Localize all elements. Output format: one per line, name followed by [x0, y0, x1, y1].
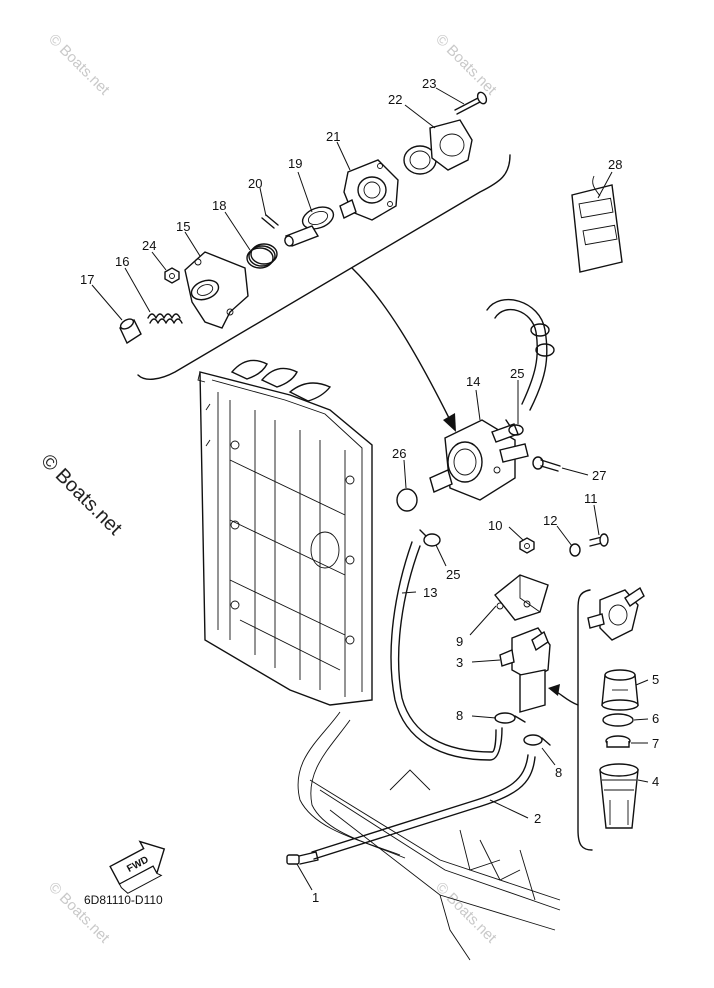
watermark-top-right: © Boats.net [432, 31, 500, 99]
part-27-bolt [532, 456, 561, 472]
part-26-o-ring [396, 488, 418, 512]
watermark-side: © Boats.net [36, 450, 126, 540]
callout-7: 7 [652, 736, 659, 751]
watermark-bottom-left: © Boats.net [45, 879, 113, 947]
part-2-hose-inner [313, 756, 536, 860]
callout-19: 19 [288, 156, 302, 171]
part-24-nut [164, 267, 180, 284]
callout-21: 21 [326, 129, 340, 144]
part-19-thermostat [284, 206, 335, 247]
callout-8a: 8 [456, 708, 463, 723]
group-arrow-head [443, 413, 456, 432]
part-16-spring [147, 313, 183, 324]
watermark-top-left: © Boats.net [45, 31, 113, 99]
callout-16: 16 [115, 254, 129, 269]
diagram-code: 6D81110-D110 [84, 893, 163, 907]
part-4-cup [599, 763, 639, 829]
part-20-pin [261, 214, 279, 229]
watermark-bottom-right: © Boats.net [432, 879, 500, 947]
callout-2: 2 [534, 811, 541, 826]
part-3-fuel-filter [499, 627, 551, 713]
part-9-bracket [494, 574, 549, 621]
part-2-hose [311, 754, 529, 853]
part-13-hose-inner [397, 545, 497, 753]
upper-hose [486, 299, 555, 411]
callout-9: 9 [456, 634, 463, 649]
part-23-bolt [454, 91, 488, 115]
callout-17: 17 [80, 272, 94, 287]
callout-8b: 8 [555, 765, 562, 780]
part-8-clamp-lower [523, 734, 551, 746]
part-21-cover [339, 159, 399, 221]
callout-5: 5 [652, 672, 659, 687]
callout-26: 26 [392, 446, 406, 461]
callout-27: 27 [592, 468, 606, 483]
fwd-arrow-icon: FWD [109, 840, 166, 894]
part-12-washer [569, 543, 581, 557]
part-25-clip-upper [505, 419, 524, 436]
part-25-clip-lower [419, 529, 441, 547]
callout-lines [91, 87, 649, 891]
part-18-gasket [246, 243, 278, 269]
part-1-drain-screw [286, 851, 319, 865]
part-11-bolt [589, 533, 609, 547]
callout-10: 10 [488, 518, 502, 533]
callout-4: 4 [652, 774, 659, 789]
callouts: 1 2 3 4 5 6 7 8 8 9 10 11 12 13 14 15 16… [80, 76, 659, 905]
part-5-element [601, 669, 639, 711]
callout-13: 13 [423, 585, 437, 600]
callout-23: 23 [422, 76, 436, 91]
callout-3: 3 [456, 655, 463, 670]
callout-6: 6 [652, 711, 659, 726]
part-17-cap [119, 318, 142, 345]
callout-1: 1 [312, 890, 319, 905]
callout-15: 15 [176, 219, 190, 234]
callout-25a: 25 [510, 366, 524, 381]
filter-group-bracket [577, 589, 593, 851]
callout-12: 12 [543, 513, 557, 528]
filter-top-exploded [587, 586, 645, 641]
part-6-o-ring [602, 713, 634, 727]
part-7-float [605, 735, 631, 748]
callout-22: 22 [388, 92, 402, 107]
top-group-bracket [137, 154, 511, 380]
group-arrow-line [351, 267, 451, 421]
callout-20: 20 [248, 176, 262, 191]
part-15-housing [184, 251, 249, 329]
lower-cowl [297, 711, 561, 961]
callout-11: 11 [584, 491, 598, 506]
part-22-cover-plate [429, 119, 473, 171]
part-10-nut [519, 537, 535, 554]
cylinder-head [197, 359, 373, 706]
part-14-fuel-pump [429, 419, 529, 501]
part-13-hose [390, 541, 503, 761]
filter-arrow-head [548, 684, 560, 696]
callout-14: 14 [466, 374, 480, 389]
callout-18: 18 [212, 198, 226, 213]
callout-24: 24 [142, 238, 156, 253]
part-8-clamp-upper [494, 712, 526, 724]
callout-28: 28 [608, 157, 622, 172]
callout-25b: 25 [446, 567, 460, 582]
part-28-label [571, 175, 623, 273]
